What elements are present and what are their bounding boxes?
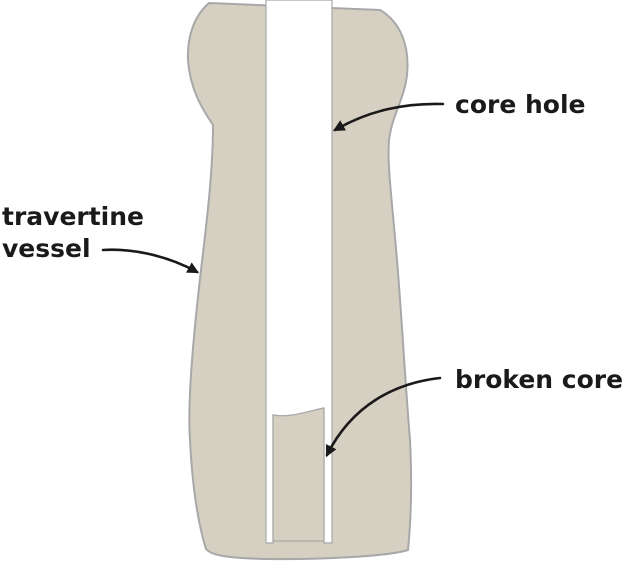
- broken-core-arrow: [325, 376, 442, 458]
- core-hole-arrow: [332, 102, 445, 132]
- travertine-label-line2: vessel: [2, 234, 91, 263]
- travertine-label-line1: travertine: [2, 202, 144, 231]
- core-hole-label: core hole: [455, 90, 585, 119]
- broken-core: [272, 407, 325, 542]
- travertine-vessel-arrow: [101, 248, 200, 274]
- broken-core-label: broken core: [455, 365, 623, 394]
